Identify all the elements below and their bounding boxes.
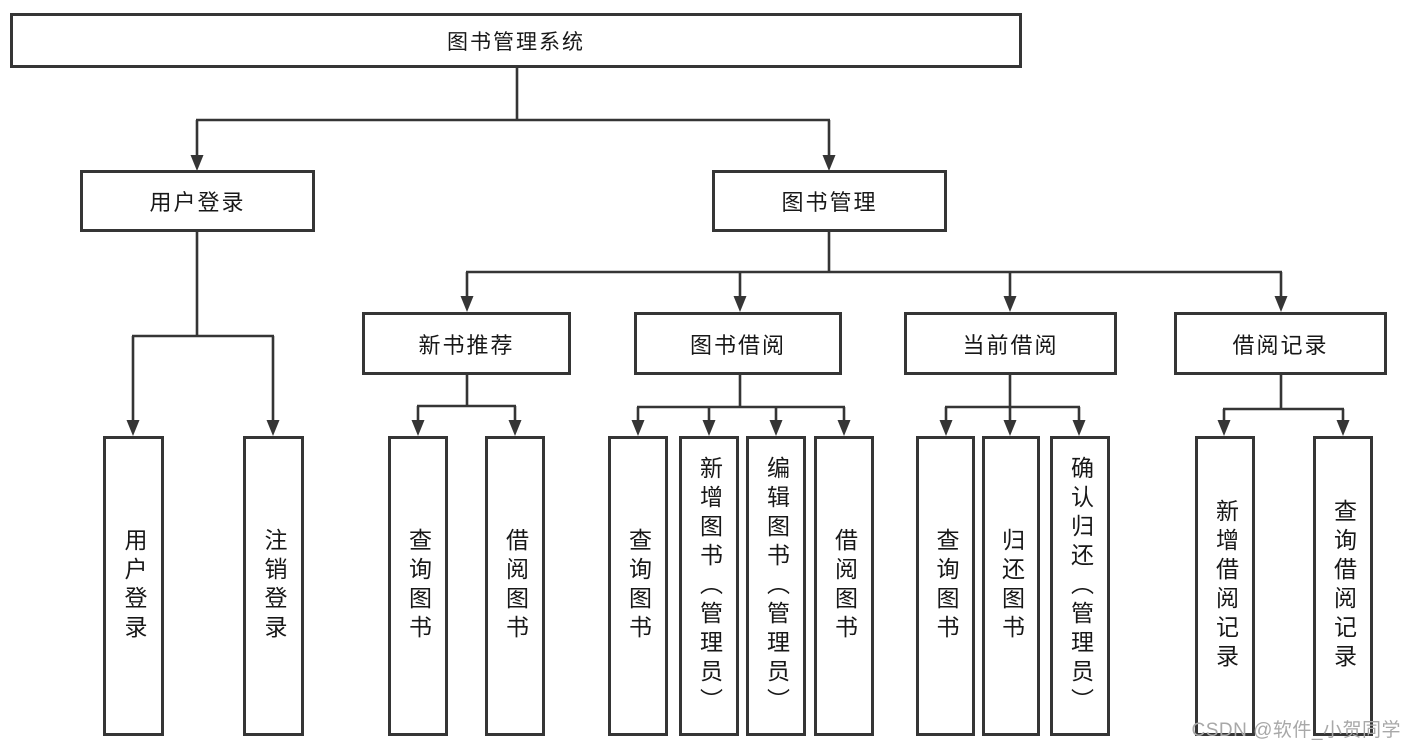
leaf-edit-books-admin: 编辑图书（管理员）	[746, 436, 806, 736]
leaf-confirm-return-admin: 确认归还（管理员）	[1050, 436, 1110, 736]
tree-connectors	[131, 68, 1345, 423]
node-new-book-recommend: 新书推荐	[362, 312, 571, 375]
node-borrowing-records: 借阅记录	[1174, 312, 1387, 375]
csdn-watermark: CSDN @软件_小贺同学	[1191, 720, 1401, 741]
leaf-query-books-current: 查询图书	[916, 436, 975, 736]
leaf-query-borrow-record: 查询借阅记录	[1313, 436, 1373, 736]
node-book-management: 图书管理	[712, 170, 947, 232]
leaf-add-books-admin: 新增图书（管理员）	[679, 436, 739, 736]
leaf-query-books-borrow: 查询图书	[608, 436, 668, 736]
node-library-management-system: 图书管理系统	[10, 13, 1022, 68]
node-user-login: 用户登录	[80, 170, 315, 232]
leaf-add-borrow-record: 新增借阅记录	[1195, 436, 1255, 736]
leaf-borrow-books: 借阅图书	[814, 436, 874, 736]
node-current-borrowing: 当前借阅	[904, 312, 1117, 375]
leaf-return-books: 归还图书	[982, 436, 1040, 736]
node-book-borrowing: 图书借阅	[634, 312, 842, 375]
leaf-borrow-books-newbook: 借阅图书	[485, 436, 545, 736]
leaf-logout: 注销登录	[243, 436, 304, 736]
arrowheads	[126, 155, 1350, 436]
leaf-query-books-newbook: 查询图书	[388, 436, 448, 736]
leaf-user-login: 用户登录	[103, 436, 164, 736]
